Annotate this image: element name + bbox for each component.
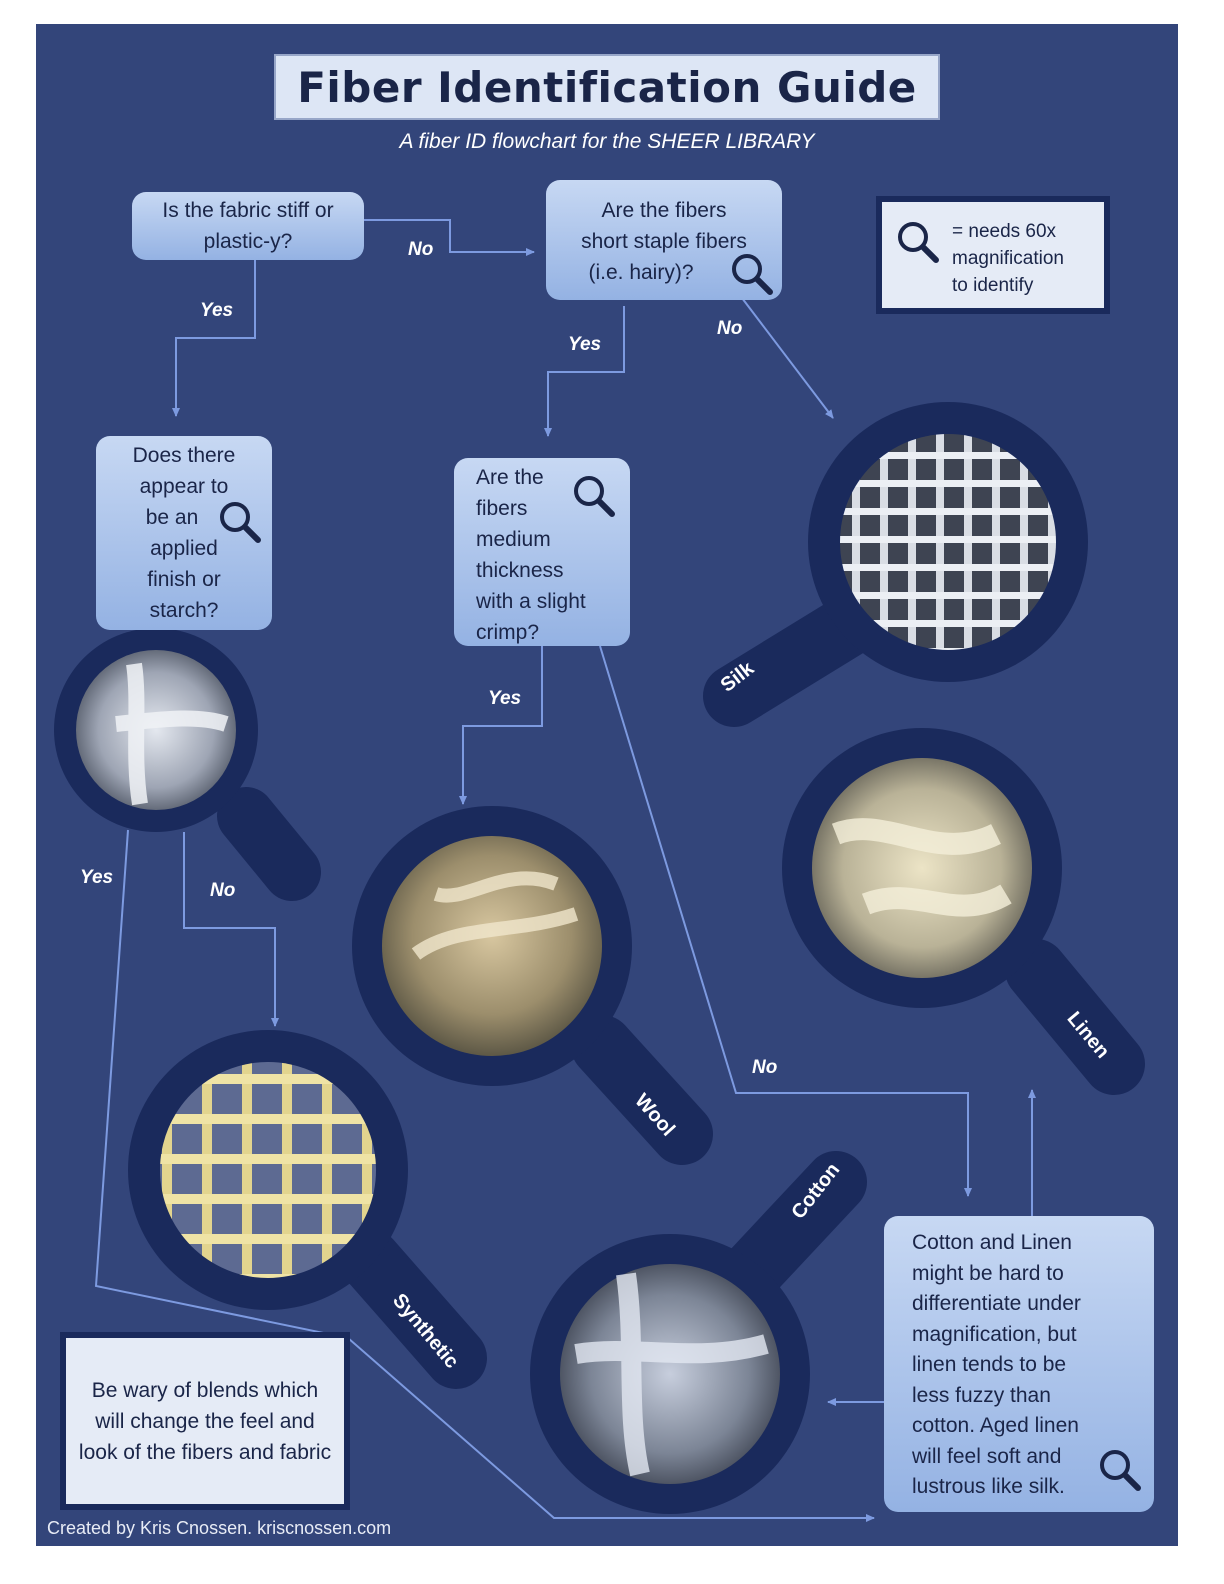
arrow-finish-no [183,832,279,1027]
question-finish: Does there appear to be an applied finis… [96,436,272,630]
legend-text: = needs 60x magnification to identify [952,218,1064,299]
silk-micrograph [840,434,1056,650]
magnifier-cotton [530,1151,867,1514]
question-short-line: Are the fibers [601,199,727,222]
arrow-medium-no [599,645,972,1197]
edge-label-short-yes: Yes [568,334,602,355]
question-medium-line: fibers [476,497,528,520]
question-stiff-line: Is the fabric stiff or [162,199,334,222]
question-medium-line: crimp? [476,621,540,644]
legend-line: = needs 60x [952,221,1057,242]
question-finish-line: finish or [147,568,221,591]
note-line: cotton. Aged linen [912,1414,1079,1437]
question-short-line: (i.e. hairy)? [588,261,694,284]
magnifier-icon [1100,1450,1141,1491]
arrow-medium-yes [459,646,543,805]
arrow-stiff-yes [172,260,256,417]
subtitle: A fiber ID flowchart for the SHEER LIBRA… [399,130,815,153]
question-medium-line: Are the [476,466,544,489]
note-line: linen tends to be [912,1353,1067,1376]
synthetic-micrograph [160,1062,376,1278]
question-short-staple: Are the fibers short staple fibers (i.e.… [546,180,782,300]
question-medium-line: thickness [476,559,564,582]
magnifier-finish [54,628,321,901]
legend-line: magnification [952,248,1064,269]
edge-label-medium-yes: Yes [488,688,522,709]
magnifier-synthetic [128,1030,487,1389]
wool-micrograph [382,836,602,1056]
note-cotton-linen: Cotton and Linen might be hard to differ… [884,1216,1154,1512]
question-finish-line: appear to [139,475,229,498]
title-banner: Fiber Identification Guide [274,54,940,120]
magnifier-icon [574,476,615,517]
edge-label-short-no: No [717,318,743,339]
edge-label-finish-yes: Yes [80,867,114,888]
legend-box: = needs 60x magnification to identify [876,196,1110,314]
poster: Fiber Identification Guide A fiber ID fl… [36,24,1178,1546]
edge-label-medium-no: No [752,1057,778,1078]
edge-label-stiff-yes: Yes [200,300,234,321]
note-line: Cotton and Linen [912,1231,1072,1254]
magnifier-icon [898,222,939,263]
note-line: differentiate under [912,1292,1081,1315]
question-finish-line: starch? [149,599,219,622]
magnifier-linen [782,728,1145,1095]
edge-label-stiff-no: No [408,239,434,260]
question-finish-line: Does there [132,444,236,467]
note-line: magnification, but [912,1322,1077,1346]
question-stiff-line: plastic-y? [203,230,293,253]
note-line: will feel soft and [912,1444,1062,1468]
note-line: less fuzzy than [912,1383,1051,1407]
arrow-short-yes [544,306,625,437]
note-line: might be hard to [912,1261,1064,1285]
question-finish-line: be an [145,506,199,529]
arrow-short-no [741,297,834,419]
question-medium-line: medium [476,528,551,551]
question-medium-line: with a slight [476,590,586,613]
note-line: lustrous like silk. [912,1475,1065,1498]
caution-blends: Be wary of blends which will change the … [60,1332,350,1510]
legend-line: to identify [952,275,1034,296]
caution-text: Be wary of blends which will change the … [78,1378,332,1464]
question-stiff: Is the fabric stiff or plastic-y? [132,192,364,260]
question-finish-line: applied [150,537,218,560]
magnifier-wool [352,806,713,1165]
linen-micrograph [812,758,1032,978]
diagram-canvas [54,219,1145,1522]
finish-micrograph [76,650,236,810]
magnifier-icon [732,254,773,295]
cotton-micrograph [560,1264,780,1484]
edge-label-finish-no: No [210,880,236,901]
magnifier-silk [703,402,1088,727]
question-medium: Are the fibers medium thickness with a s… [454,458,630,646]
arrow-stiff-no [364,219,535,256]
magnifier-icon [220,502,261,543]
footer-credit: Created by Kris Cnossen. kriscnossen.com [47,1518,392,1538]
question-short-line: short staple fibers [581,230,747,253]
page-title: Fiber Identification Guide [297,62,917,112]
